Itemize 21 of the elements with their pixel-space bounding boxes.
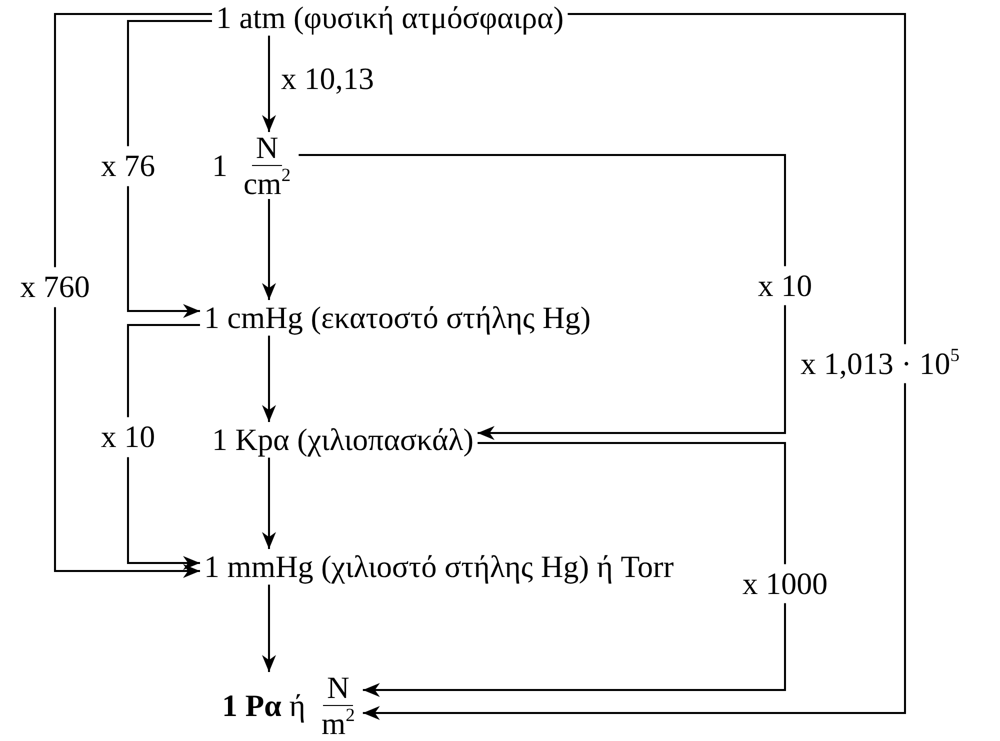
arrow [362,442,786,697]
fraction-numerator: N [252,132,282,166]
quantity-text: 1 [212,148,228,184]
fraction-numerator: N [322,672,354,706]
arrow [262,336,276,422]
arrow [262,584,276,672]
arrow [127,20,212,318]
arrow [262,458,276,549]
unit-text: 1 mmHg (χιλιοστό στήλης Hg) ή Torr [204,549,674,585]
arrow [298,154,786,440]
arrow [362,13,906,720]
arrow [262,36,276,132]
fraction-denominator: cm$^{2}$ [242,166,292,199]
arrow [262,199,276,300]
unit-text: 1 atm (φυσική ατμόσφαιρα) [216,0,564,36]
unit-text: 1 cmHg (εκατοστό στήλης Hg) [204,300,591,336]
unit-text: 1 Kpα (χιλιοπασκάλ) [212,422,474,458]
arrow [127,324,200,570]
arrow [54,13,212,578]
quantity-text: 1 Pα ή [222,688,306,724]
fraction-denominator: m$^{2}$ [320,706,356,739]
